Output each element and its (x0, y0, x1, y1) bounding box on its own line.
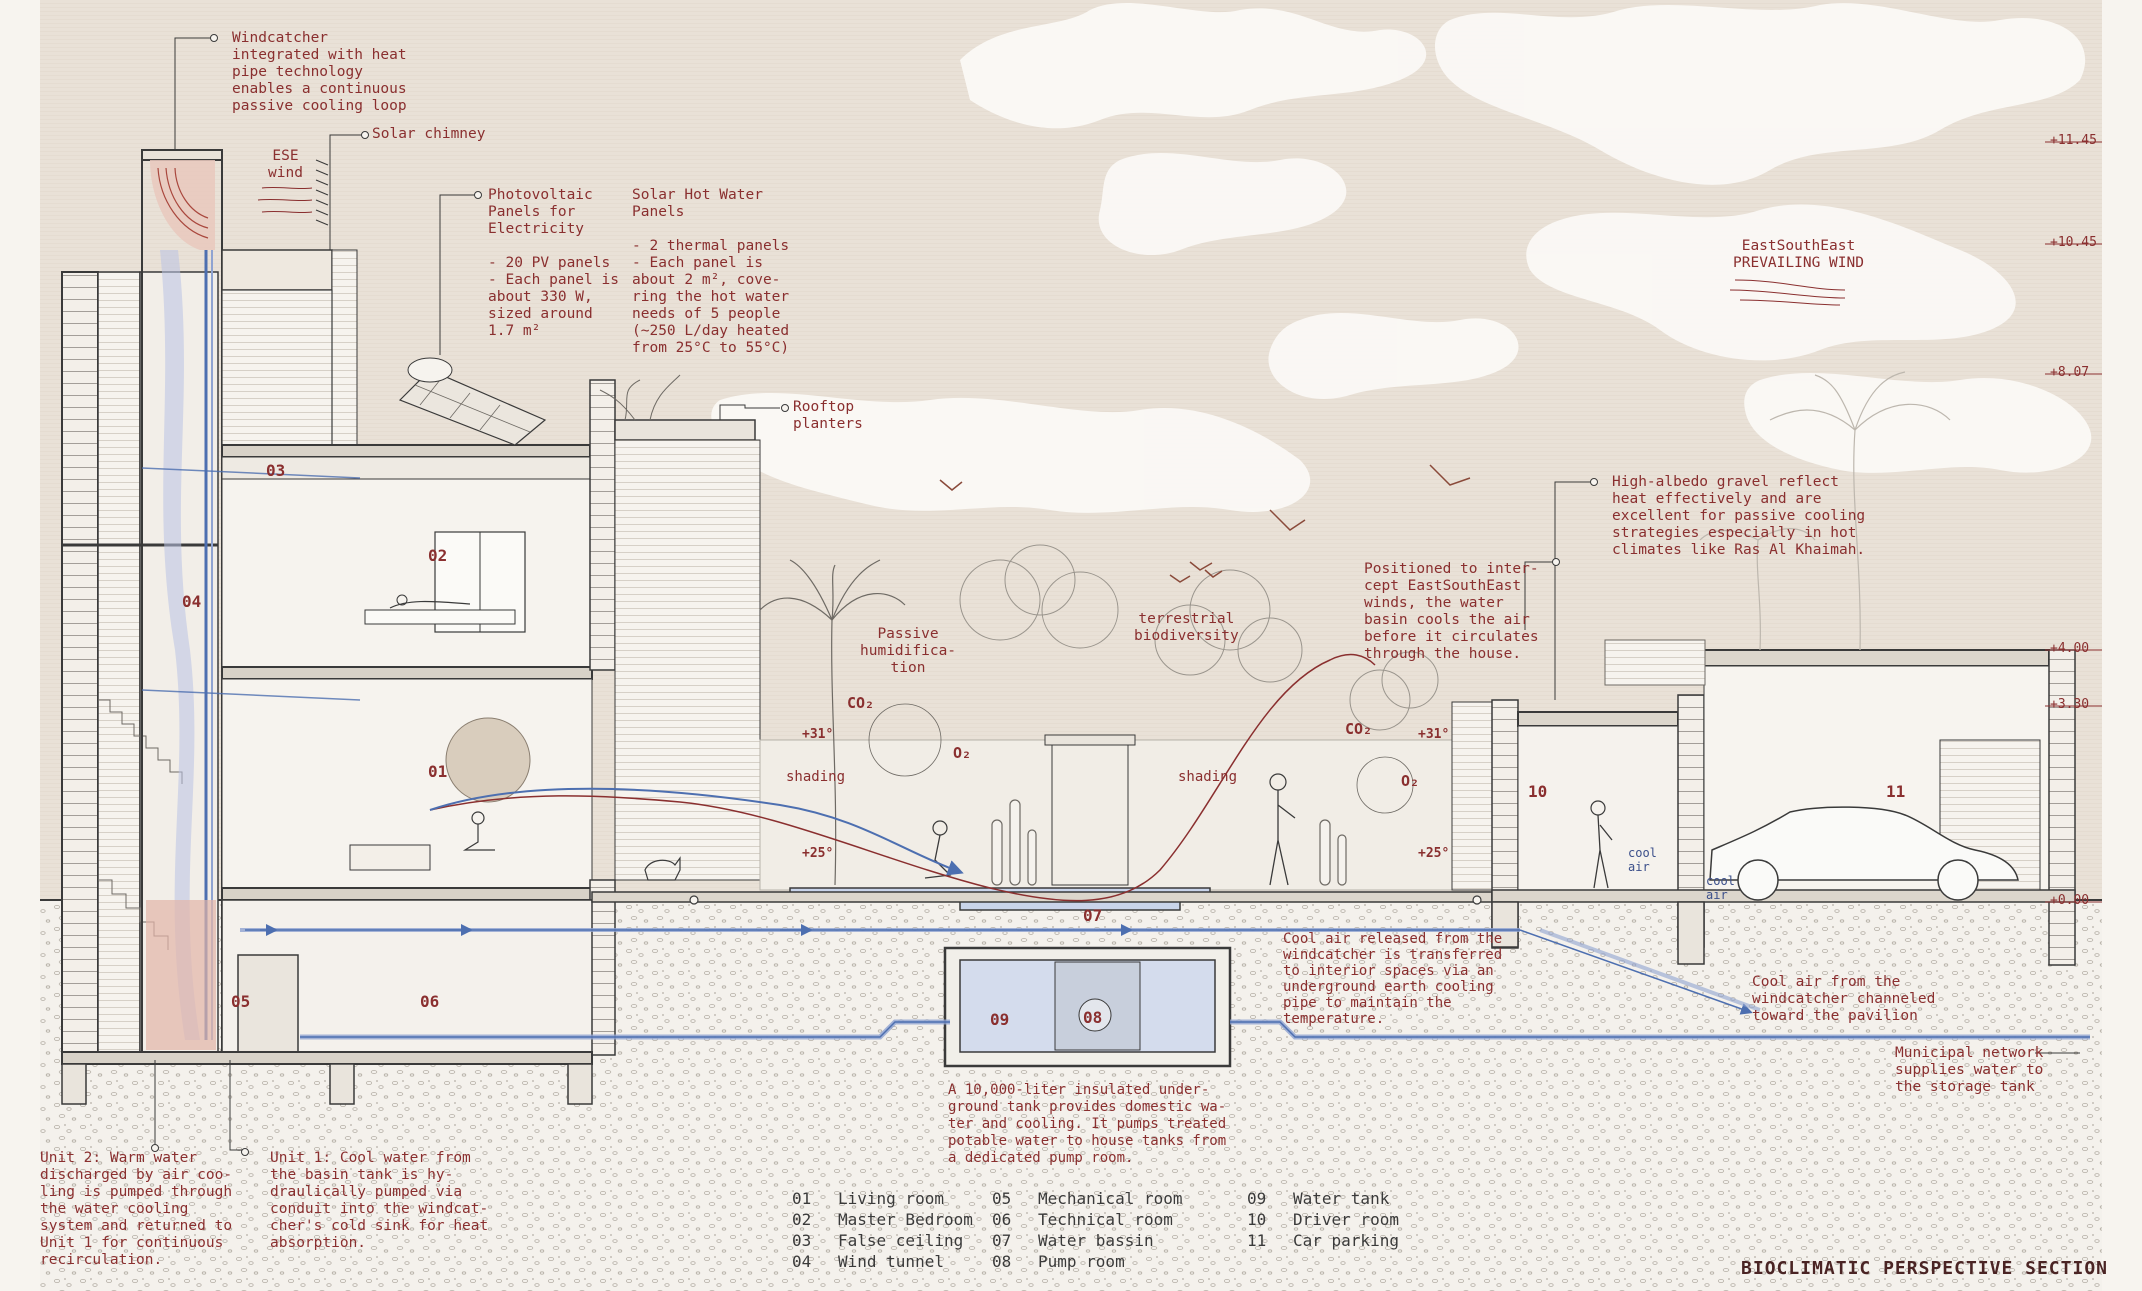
prevailing-wind-note: EastSouthEast PREVAILING WIND (1733, 238, 1864, 271)
water-basin-note: Positioned to inter- cept EastSouthEast … (1364, 561, 1539, 662)
o2-label-right: O₂ (1401, 772, 1420, 790)
room-number-01: 01 (428, 762, 448, 781)
room-number-04: 04 (182, 592, 202, 611)
rooftop-planters-note: Rooftop planters (793, 399, 863, 432)
pv-panels-note: Photovoltaic Panels for Electricity - 20… (488, 187, 619, 339)
cool-air-label-1: cool air (1628, 846, 1657, 874)
temperature-left-bottom: +25° (802, 846, 834, 861)
municipal-supply-note: Municipal network supplies water to the … (1895, 1045, 2044, 1095)
room-number-10: 10 (1528, 782, 1548, 801)
level-label-000: +0.00 (2050, 893, 2090, 908)
room-number-07: 07 (1083, 906, 1103, 925)
room-number-05: 05 (231, 992, 251, 1011)
solar-chimney-note: Solar chimney (372, 126, 486, 142)
o2-label-left: O₂ (953, 744, 972, 762)
room-number-03: 03 (266, 461, 286, 480)
temperature-right-bottom: +25° (1418, 846, 1450, 861)
unit2-note: Unit 2: Warm water discharged by air coo… (40, 1150, 233, 1268)
co2-label-right: CO₂ (1345, 720, 1373, 738)
room-number-09: 09 (990, 1010, 1010, 1029)
earth-cooling-pipe-note: Cool air released from the windcatcher i… (1283, 931, 1503, 1027)
room-number-06: 06 (420, 992, 440, 1011)
room-number-02: 02 (428, 546, 448, 565)
cool-air-label-2: cool air (1706, 874, 1735, 902)
level-label-400: +4.00 (2050, 641, 2090, 656)
level-label-1045: +10.45 (2050, 235, 2097, 250)
passive-humidification-label: Passive humidifica- tion (860, 626, 957, 676)
windcatcher-note: Windcatcher integrated with heat pipe te… (232, 30, 407, 114)
room-number-11: 11 (1886, 782, 1906, 801)
level-label-330: +3.30 (2050, 697, 2090, 712)
pavilion-cool-air-note: Cool air from the windcatcher channeled … (1752, 974, 1936, 1024)
water-tank-note: A 10,000-liter insulated under- ground t… (948, 1082, 1227, 1166)
drawing-title: BIOCLIMATIC PERSPECTIVE SECTION (1741, 1258, 2108, 1279)
level-label-807: +8.07 (2050, 365, 2090, 380)
shading-right-label: shading (1178, 769, 1238, 785)
temperature-left-top: +31° (802, 727, 834, 742)
level-label-1145: +11.45 (2050, 133, 2097, 148)
terrestrial-biodiversity-label: terrestrial biodiversity (1134, 611, 1239, 644)
ese-wind-label: ESE wind (268, 148, 303, 181)
unit1-note: Unit 1: Cool water from the basin tank i… (270, 1150, 489, 1251)
shading-left-label: shading (786, 769, 846, 785)
solar-hot-water-note: Solar Hot Water Panels - 2 thermal panel… (632, 187, 790, 356)
temperature-right-top: +31° (1418, 727, 1450, 742)
gravel-note: High-albedo gravel reflect heat effectiv… (1612, 474, 1866, 558)
room-number-08: 08 (1083, 1008, 1103, 1027)
co2-label-left: CO₂ (847, 694, 875, 712)
